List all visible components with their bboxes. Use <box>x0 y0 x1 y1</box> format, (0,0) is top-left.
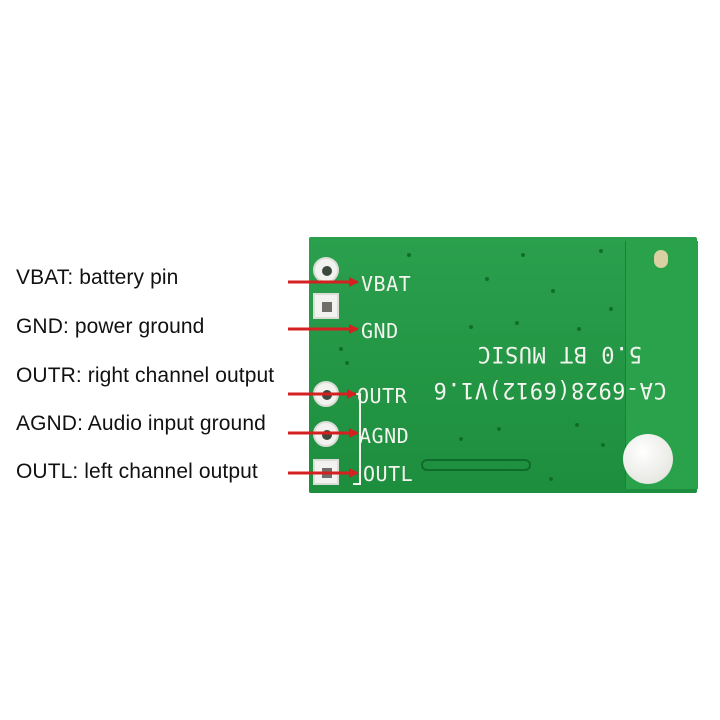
label-gnd: GND: power ground <box>16 315 205 338</box>
round-pad <box>623 434 673 484</box>
test-pad <box>654 250 668 268</box>
silk-gnd: GND <box>361 319 399 343</box>
pcb-trace <box>421 459 531 471</box>
silk-agnd: AGND <box>359 424 410 448</box>
silk-outl: OUTL <box>363 462 414 486</box>
silk-outr: OUTR <box>357 384 408 408</box>
silk-vbat: VBAT <box>361 272 412 296</box>
pin-gnd <box>313 293 339 319</box>
label-outr: OUTR: right channel output <box>16 364 275 387</box>
pcb-module: VBAT GND OUTR AGND OUTL 5.0 BT MUSIC CA-… <box>309 237 698 493</box>
label-vbat: VBAT: battery pin <box>16 266 179 289</box>
label-agnd: AGND: Audio input ground <box>16 412 266 435</box>
pin-vbat <box>313 257 339 283</box>
label-outl: OUTL: left channel output <box>16 460 258 483</box>
silk-bracket <box>353 393 361 485</box>
